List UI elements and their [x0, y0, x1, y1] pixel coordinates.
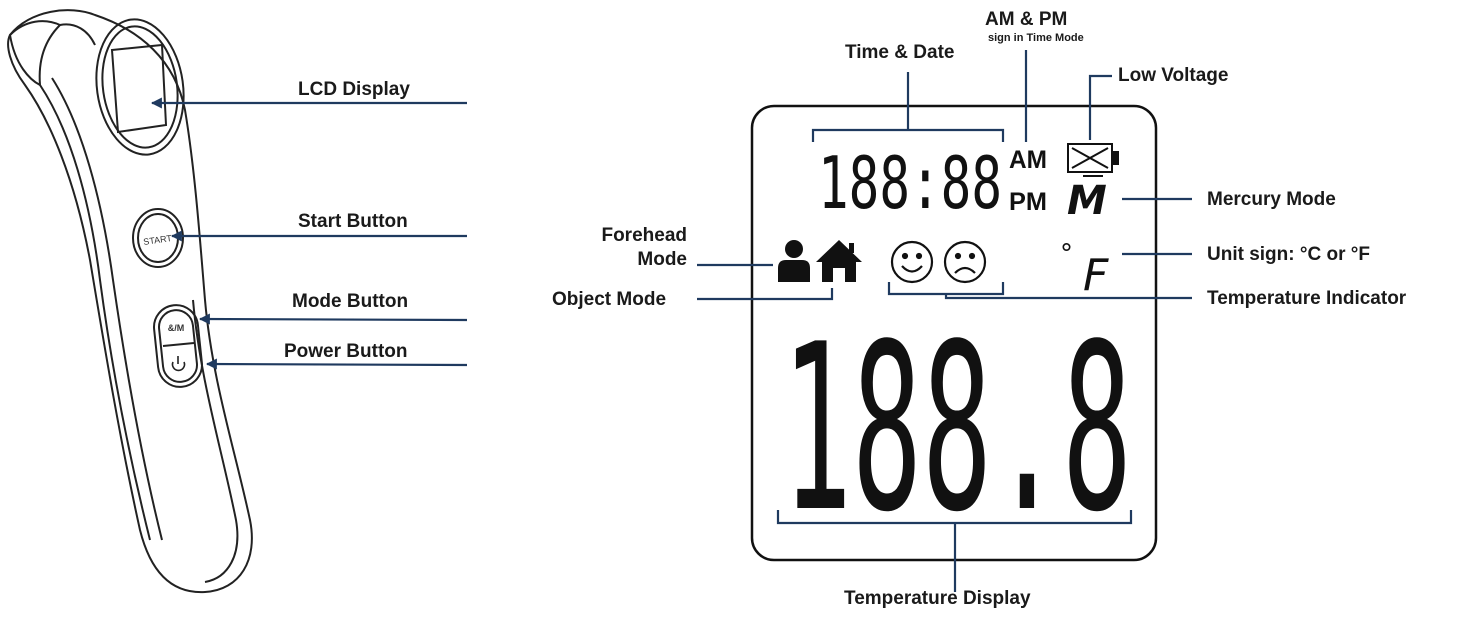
lcd-callouts	[697, 50, 1192, 592]
label-low-voltage: Low Voltage	[1118, 65, 1229, 86]
label-time-date: Time & Date	[845, 42, 955, 63]
line-object-mode	[697, 288, 834, 301]
line-low-voltage	[1088, 74, 1112, 140]
start-key-text: START	[143, 233, 173, 247]
sad-face-icon	[943, 240, 987, 284]
label-temperature-display: Temperature Display	[844, 588, 1031, 609]
label-forehead-mode-line2: Mode	[637, 249, 687, 270]
lcd-bezel	[95, 18, 185, 156]
label-lcd-display: LCD Display	[298, 79, 410, 100]
mode-key-glyph: &/M	[168, 323, 185, 333]
time-digits: 188:88	[818, 141, 1002, 225]
mode-power-capsule	[153, 304, 203, 388]
label-start-button: Start Button	[298, 211, 408, 232]
unit-segment: F	[1083, 250, 1109, 301]
pm-segment: PM	[1009, 188, 1047, 216]
label-mode-button: Mode Button	[292, 291, 409, 312]
forehead-mode-icon	[778, 240, 810, 282]
temperature-digits: 188.8	[782, 296, 1132, 563]
power-icon	[171, 361, 186, 372]
label-unit-sign: Unit sign: °C or °F	[1207, 244, 1370, 265]
am-segment: AM	[1009, 146, 1047, 174]
label-power-button: Power Button	[284, 341, 408, 362]
label-object-mode: Object Mode	[552, 289, 667, 310]
thermometer-device	[7, 9, 253, 594]
label-am-pm: AM & PM	[985, 9, 1068, 30]
bracket-temperature-indicator	[887, 282, 1005, 296]
thermometer-body	[7, 9, 253, 594]
object-mode-icon	[816, 240, 862, 282]
low-battery-icon	[1067, 143, 1119, 177]
label-forehead-mode-line1: Forehead	[601, 225, 687, 246]
device-arrows	[150, 97, 468, 370]
happy-face-icon	[890, 240, 934, 284]
mercury-segment: M	[1067, 178, 1107, 224]
lcd-screen	[110, 43, 168, 134]
arrow-mode-button	[198, 313, 468, 325]
probe-cap	[8, 20, 62, 87]
label-mercury-mode: Mercury Mode	[1207, 189, 1336, 210]
label-temperature-indicator: Temperature Indicator	[1207, 288, 1407, 309]
label-am-pm-note: sign in Time Mode	[988, 32, 1084, 44]
degree-segment: °	[1060, 239, 1073, 269]
start-key	[132, 208, 184, 268]
arrow-power-button	[205, 358, 468, 370]
